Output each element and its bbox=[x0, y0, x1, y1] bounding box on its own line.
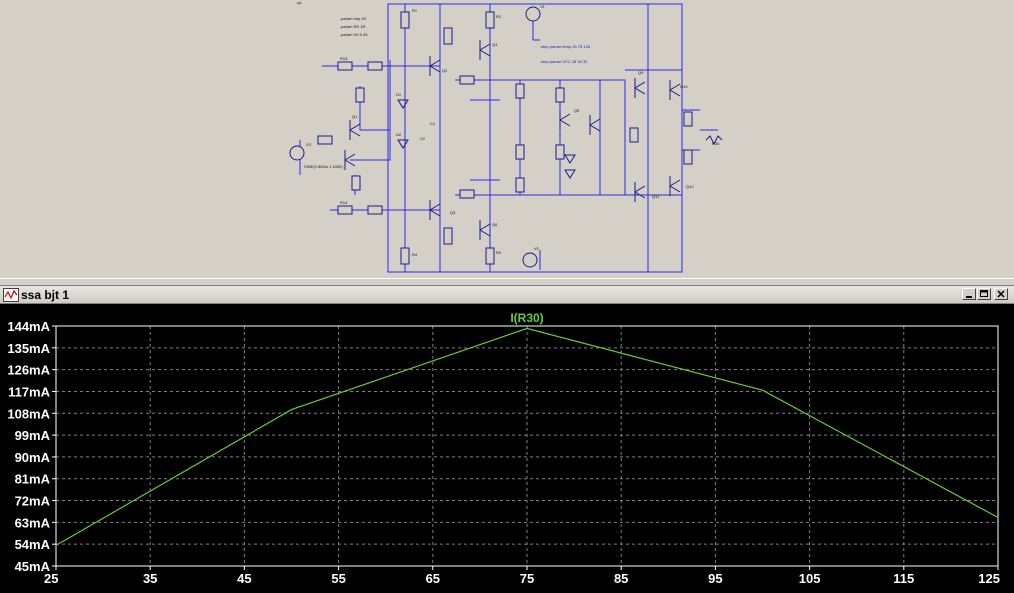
y-tick-label: 117mA bbox=[8, 384, 51, 399]
restore-button[interactable] bbox=[977, 288, 991, 300]
label-c2: C2 bbox=[420, 136, 426, 141]
label-q6: Q6 bbox=[492, 222, 498, 227]
param-line-2: .param RE 1R bbox=[340, 24, 365, 29]
y-tick-label: 126mA bbox=[7, 363, 50, 378]
label-q12: Q12 bbox=[686, 184, 694, 189]
label-q4: Q4 bbox=[492, 42, 498, 47]
series-point bbox=[526, 327, 528, 330]
waveform-app-icon bbox=[3, 288, 19, 302]
y-tick-label: 54mA bbox=[15, 537, 51, 552]
minimize-button[interactable] bbox=[962, 288, 976, 300]
y-tick-label: 144mA bbox=[7, 319, 50, 334]
y-tick-label: 81mA bbox=[15, 472, 51, 487]
window-title: ssa bjt 1 bbox=[21, 288, 70, 302]
series-point bbox=[997, 516, 999, 519]
y-tick-label: 99mA bbox=[15, 428, 51, 443]
x-tick-label: 125 bbox=[978, 571, 1000, 586]
close-button[interactable] bbox=[994, 288, 1008, 300]
series-layer bbox=[55, 327, 999, 547]
label-q10: Q10 bbox=[680, 84, 688, 89]
x-axis-ticks: 25 35 45 55 65 75 85 95 105 115 125 bbox=[44, 566, 1000, 586]
schematic-editor[interactable]: .op .param tmp 40 .param RE 1R .param Vr… bbox=[0, 0, 1014, 278]
label-r2: R2 bbox=[496, 14, 502, 19]
x-tick-label: 35 bbox=[143, 571, 157, 586]
param-line-3: .param Vrf 0.49 bbox=[340, 32, 368, 37]
label-v3: V3 bbox=[306, 142, 312, 147]
series-point bbox=[290, 408, 293, 411]
plot-grid bbox=[56, 326, 998, 566]
step-note-2: .step param VCC 28 30 32 bbox=[540, 59, 588, 64]
label-q1: Q1 bbox=[352, 114, 358, 119]
x-tick-label: 75 bbox=[520, 571, 534, 586]
op-directive: .op bbox=[296, 0, 302, 5]
label-r3: R3 bbox=[496, 250, 502, 255]
label-r30: R30 bbox=[712, 141, 720, 146]
label-q2: Q2 bbox=[442, 68, 448, 73]
x-tick-label: 115 bbox=[893, 571, 914, 586]
circuit-schematic[interactable]: .op .param tmp 40 .param RE 1R .param Vr… bbox=[0, 0, 1012, 278]
label-q9: Q9 bbox=[638, 70, 644, 75]
x-tick-label: 105 bbox=[799, 571, 821, 586]
label-c1: C1 bbox=[430, 121, 436, 126]
label-v2: V2 bbox=[534, 246, 540, 251]
waveform-window[interactable]: ssa bjt 1 144mA 135mA 126mA 117mA 108mA 99mA 9… bbox=[0, 286, 1014, 593]
y-tick-label: 90mA bbox=[15, 450, 51, 465]
x-tick-label: 25 bbox=[44, 571, 58, 586]
param-line-1: .param tmp 40 bbox=[340, 16, 367, 21]
label-r4: R4 bbox=[412, 252, 418, 257]
waveform-plot[interactable]: 144mA 135mA 126mA 117mA 108mA 99mA 90mA 81mA 72m… bbox=[0, 304, 1014, 593]
label-q5: Q5 bbox=[574, 108, 580, 113]
x-tick-label: 55 bbox=[331, 571, 345, 586]
pane-splitter[interactable] bbox=[0, 278, 1014, 286]
label-q3: Q3 bbox=[450, 210, 456, 215]
series-point bbox=[55, 544, 57, 547]
x-tick-label: 65 bbox=[426, 571, 440, 586]
label-d1: D1 bbox=[396, 92, 402, 97]
series-point bbox=[761, 389, 764, 392]
x-tick-label: 85 bbox=[614, 571, 628, 586]
x-tick-label: 45 bbox=[237, 571, 251, 586]
trace-title[interactable]: I(R30) bbox=[510, 311, 543, 325]
window-titlebar[interactable]: ssa bjt 1 bbox=[0, 286, 1014, 304]
y-axis-ticks: 144mA 135mA 126mA 117mA 108mA 99mA 90mA 81mA 72m… bbox=[7, 319, 56, 574]
label-r13: R13 bbox=[340, 56, 348, 61]
source-label: SINE(0 800m 1 1000) bbox=[304, 164, 343, 169]
label-q11: Q11 bbox=[652, 194, 660, 199]
x-tick-label: 95 bbox=[708, 571, 722, 586]
label-d2: D2 bbox=[396, 132, 402, 137]
y-tick-label: 45mA bbox=[15, 559, 51, 574]
y-tick-label: 135mA bbox=[7, 341, 50, 356]
step-note-1: .step param temp 25 75 125 bbox=[540, 44, 591, 49]
y-tick-label: 108mA bbox=[7, 406, 50, 421]
y-tick-label: 72mA bbox=[15, 494, 51, 509]
y-tick-label: 63mA bbox=[15, 515, 51, 530]
label-r14: R14 bbox=[340, 200, 348, 205]
label-v1: V1 bbox=[540, 4, 546, 9]
label-r1: R1 bbox=[412, 8, 418, 13]
